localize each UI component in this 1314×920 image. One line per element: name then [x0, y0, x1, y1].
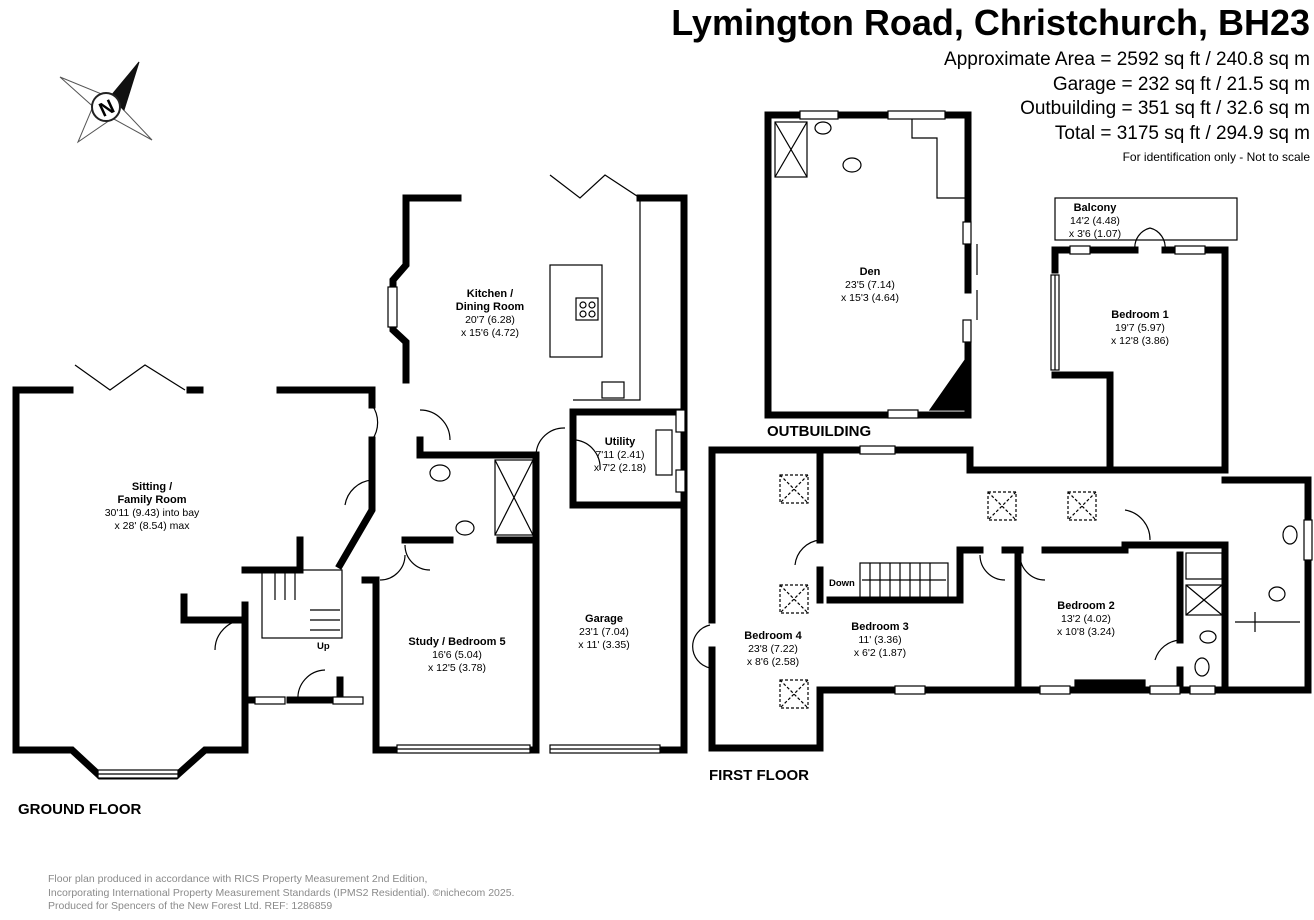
room-dim: 19'7 (5.97) — [1115, 322, 1165, 334]
room-name: Bedroom 4 — [744, 630, 802, 642]
room-name: Balcony — [1073, 202, 1117, 214]
room-label-bedroom3: Bedroom 3 11' (3.36) x 6'2 (1.87) — [851, 621, 908, 660]
ground-floor-openings — [74, 174, 686, 779]
page-title: Lymington Road, Christchurch, BH23 — [671, 2, 1310, 43]
room-dim: 16'6 (5.04) — [432, 649, 482, 661]
room-dim: 30'11 (9.43) into bay — [104, 507, 200, 519]
room-dim: x 28' (8.54) max — [114, 520, 190, 532]
room-dim: x 3'6 (1.07) — [1068, 228, 1122, 240]
room-dim: x 12'5 (3.78) — [427, 662, 487, 674]
floor-label-first: FIRST FLOOR — [709, 767, 809, 784]
room-dim: x 11' (3.35) — [578, 639, 630, 651]
room-label-den: Den 23'5 (7.14) x 15'3 (4.64) — [841, 266, 899, 305]
room-label-balcony: Balcony 14'2 (4.48) x 3'6 (1.07) — [1069, 202, 1121, 241]
room-dim: x 6'2 (1.87) — [853, 647, 907, 659]
room-dim: x 12'8 (3.86) — [1110, 335, 1170, 347]
room-label-sitting: Sitting / Family Room 30'11 (9.43) into … — [105, 481, 200, 533]
area-summary: Approximate Area = 2592 sq ft / 240.8 sq… — [944, 48, 1310, 166]
room-dim: 7'11 (2.41) — [595, 449, 645, 461]
floor-label-outbuilding: OUTBUILDING — [767, 423, 872, 440]
room-name: Bedroom 3 — [851, 621, 909, 633]
room-dim: 14'2 (4.48) — [1070, 215, 1120, 227]
footer-note: Floor plan produced in accordance with R… — [48, 873, 514, 914]
room-dim: 23'1 (7.04) — [579, 626, 629, 638]
first-floor-details — [692, 197, 1313, 709]
room-label-kitchen: Kitchen / Dining Room 20'7 (6.28) x 15'6… — [456, 288, 524, 340]
room-dim: x 15'3 (4.64) — [840, 292, 900, 304]
outbuilding-details — [774, 110, 978, 419]
room-label-study: Study / Bedroom 5 16'6 (5.04) x 12'5 (3.… — [408, 636, 505, 675]
outbuilding-area: Outbuilding = 351 sq ft / 32.6 sq m — [1020, 98, 1310, 119]
stairs-down-label: Down — [829, 578, 855, 589]
room-name: Family Room — [117, 494, 187, 506]
first-floor-walls — [708, 246, 1312, 752]
room-name: Utility — [604, 436, 636, 448]
room-dim: x 7'2 (2.18) — [593, 462, 647, 474]
room-name: Bedroom 2 — [1057, 600, 1115, 612]
approximate-area: Approximate Area = 2592 sq ft / 240.8 sq… — [944, 49, 1310, 70]
outbuilding-walls — [764, 111, 972, 419]
garage-area: Garage = 232 sq ft / 21.5 sq m — [1052, 73, 1310, 95]
stairs-up-label: Up — [317, 641, 330, 652]
disclaimer: For identification only - Not to scale — [1122, 150, 1310, 164]
room-name: Kitchen / — [466, 288, 514, 300]
room-dim: x 8'6 (2.58) — [746, 656, 800, 668]
room-dim: 23'5 (7.14) — [845, 279, 895, 291]
room-name: Bedroom 1 — [1111, 309, 1169, 321]
total-area: Total = 3175 sq ft / 294.9 sq m — [1054, 122, 1310, 144]
room-dim: 11' (3.36) — [858, 634, 902, 646]
room-name: Den — [859, 266, 881, 278]
footer-line: Produced for Spencers of the New Forest … — [48, 900, 333, 912]
room-name: Sitting / — [131, 481, 173, 493]
room-label-bedroom4: Bedroom 4 23'8 (7.22) x 8'6 (2.58) — [744, 630, 801, 669]
room-label-bedroom1: Bedroom 1 19'7 (5.97) x 12'8 (3.86) — [1111, 309, 1169, 348]
room-dim: x 10'8 (3.24) — [1056, 626, 1116, 638]
room-dim: 13'2 (4.02) — [1061, 613, 1111, 625]
floor-label-ground: GROUND FLOOR — [18, 801, 142, 818]
compass-icon: N — [59, 61, 153, 144]
footer-line: Incorporating International Property Mea… — [48, 886, 515, 899]
room-name: Study / Bedroom 5 — [408, 636, 506, 648]
room-name: Garage — [585, 613, 623, 625]
room-name: Dining Room — [455, 301, 525, 313]
room-dim: x 15'6 (4.72) — [460, 327, 520, 339]
room-label-utility: Utility 7'11 (2.41) x 7'2 (2.18) — [594, 436, 646, 475]
room-label-bedroom2: Bedroom 2 13'2 (4.02) x 10'8 (3.24) — [1057, 600, 1115, 639]
room-dim: 23'8 (7.22) — [748, 643, 798, 655]
room-label-garage: Garage 23'1 (7.04) x 11' (3.35) — [578, 613, 629, 652]
footer-line: Floor plan produced in accordance with R… — [48, 873, 428, 885]
room-dim: 20'7 (6.28) — [465, 314, 515, 326]
